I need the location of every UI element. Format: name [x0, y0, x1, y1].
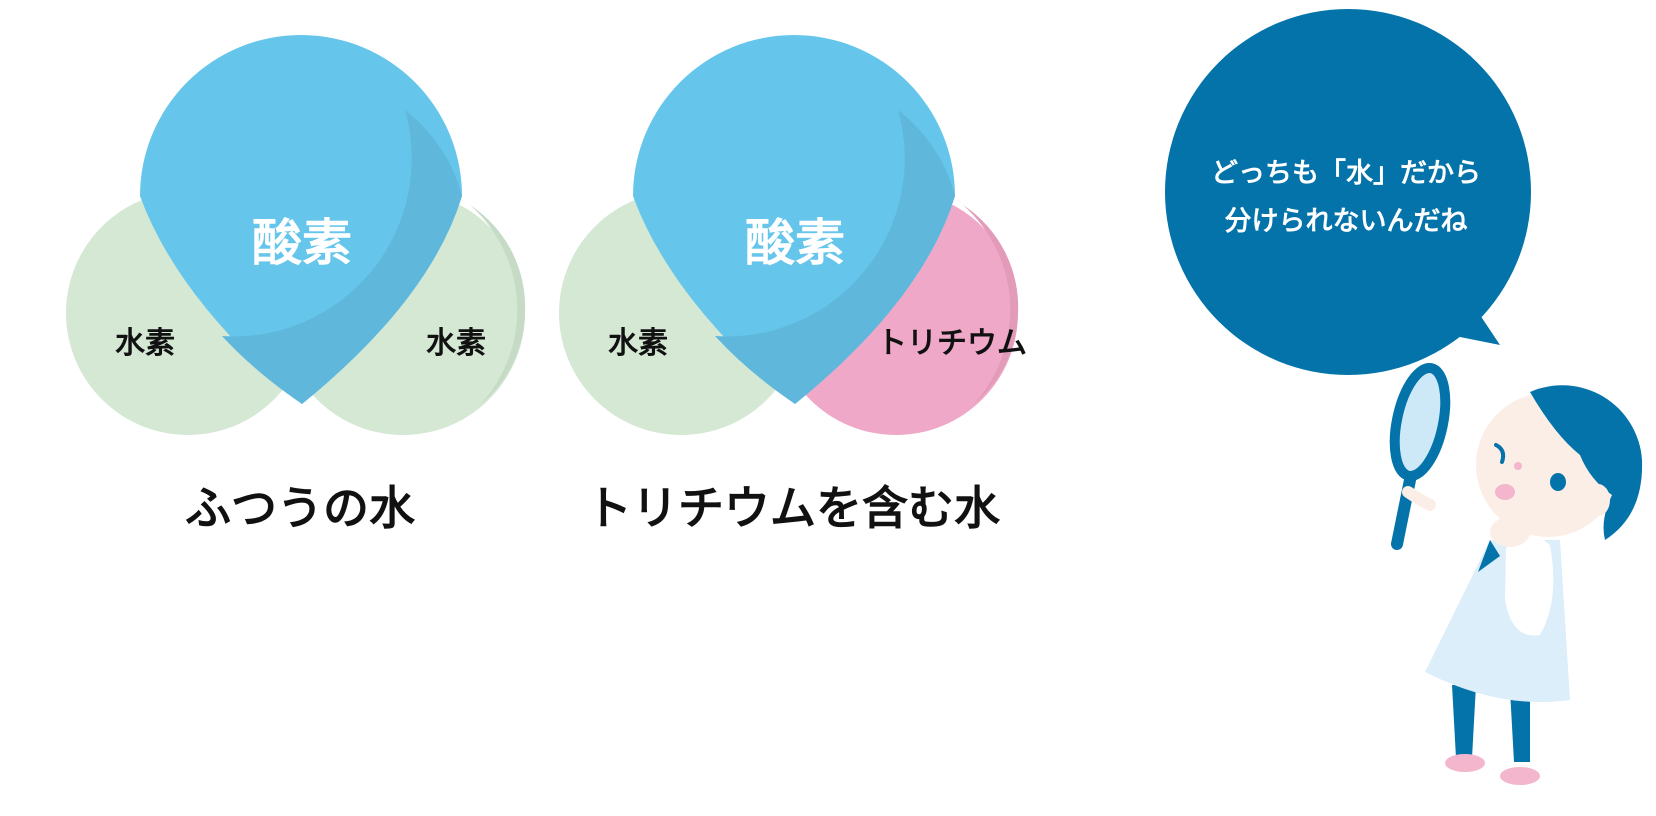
- magnifying-glass-icon: [1389, 362, 1451, 550]
- speech-bubble: どっちも「水」だから 分けられないんだね: [1165, 9, 1531, 375]
- hydrogen-label-left-2: 水素: [608, 326, 668, 361]
- girl-with-magnifying-glass-icon: [1389, 362, 1643, 785]
- speech-bubble-line-1: どっちも「水」だから: [1211, 157, 1481, 189]
- oxygen-atom-2: [633, 35, 955, 404]
- caption-tritium-water: トリチウムを含む水: [586, 481, 1001, 535]
- oxygen-atom: [140, 35, 462, 404]
- caption-ordinary-water: ふつうの水: [185, 481, 416, 535]
- hydrogen-label-right: 水素: [426, 326, 486, 361]
- molecule-ordinary-water: 酸素 水素 水素 ふつうの水: [66, 35, 526, 535]
- oxygen-label-2: 酸素: [745, 214, 845, 272]
- speech-bubble-line-2: 分けられないんだね: [1225, 206, 1468, 237]
- molecule-tritium-water: 酸素 水素 トリチウム トリチウムを含む水: [559, 35, 1027, 535]
- tritium-label: トリチウム: [877, 326, 1027, 361]
- hydrogen-label-left: 水素: [115, 326, 175, 361]
- oxygen-label: 酸素: [252, 214, 352, 272]
